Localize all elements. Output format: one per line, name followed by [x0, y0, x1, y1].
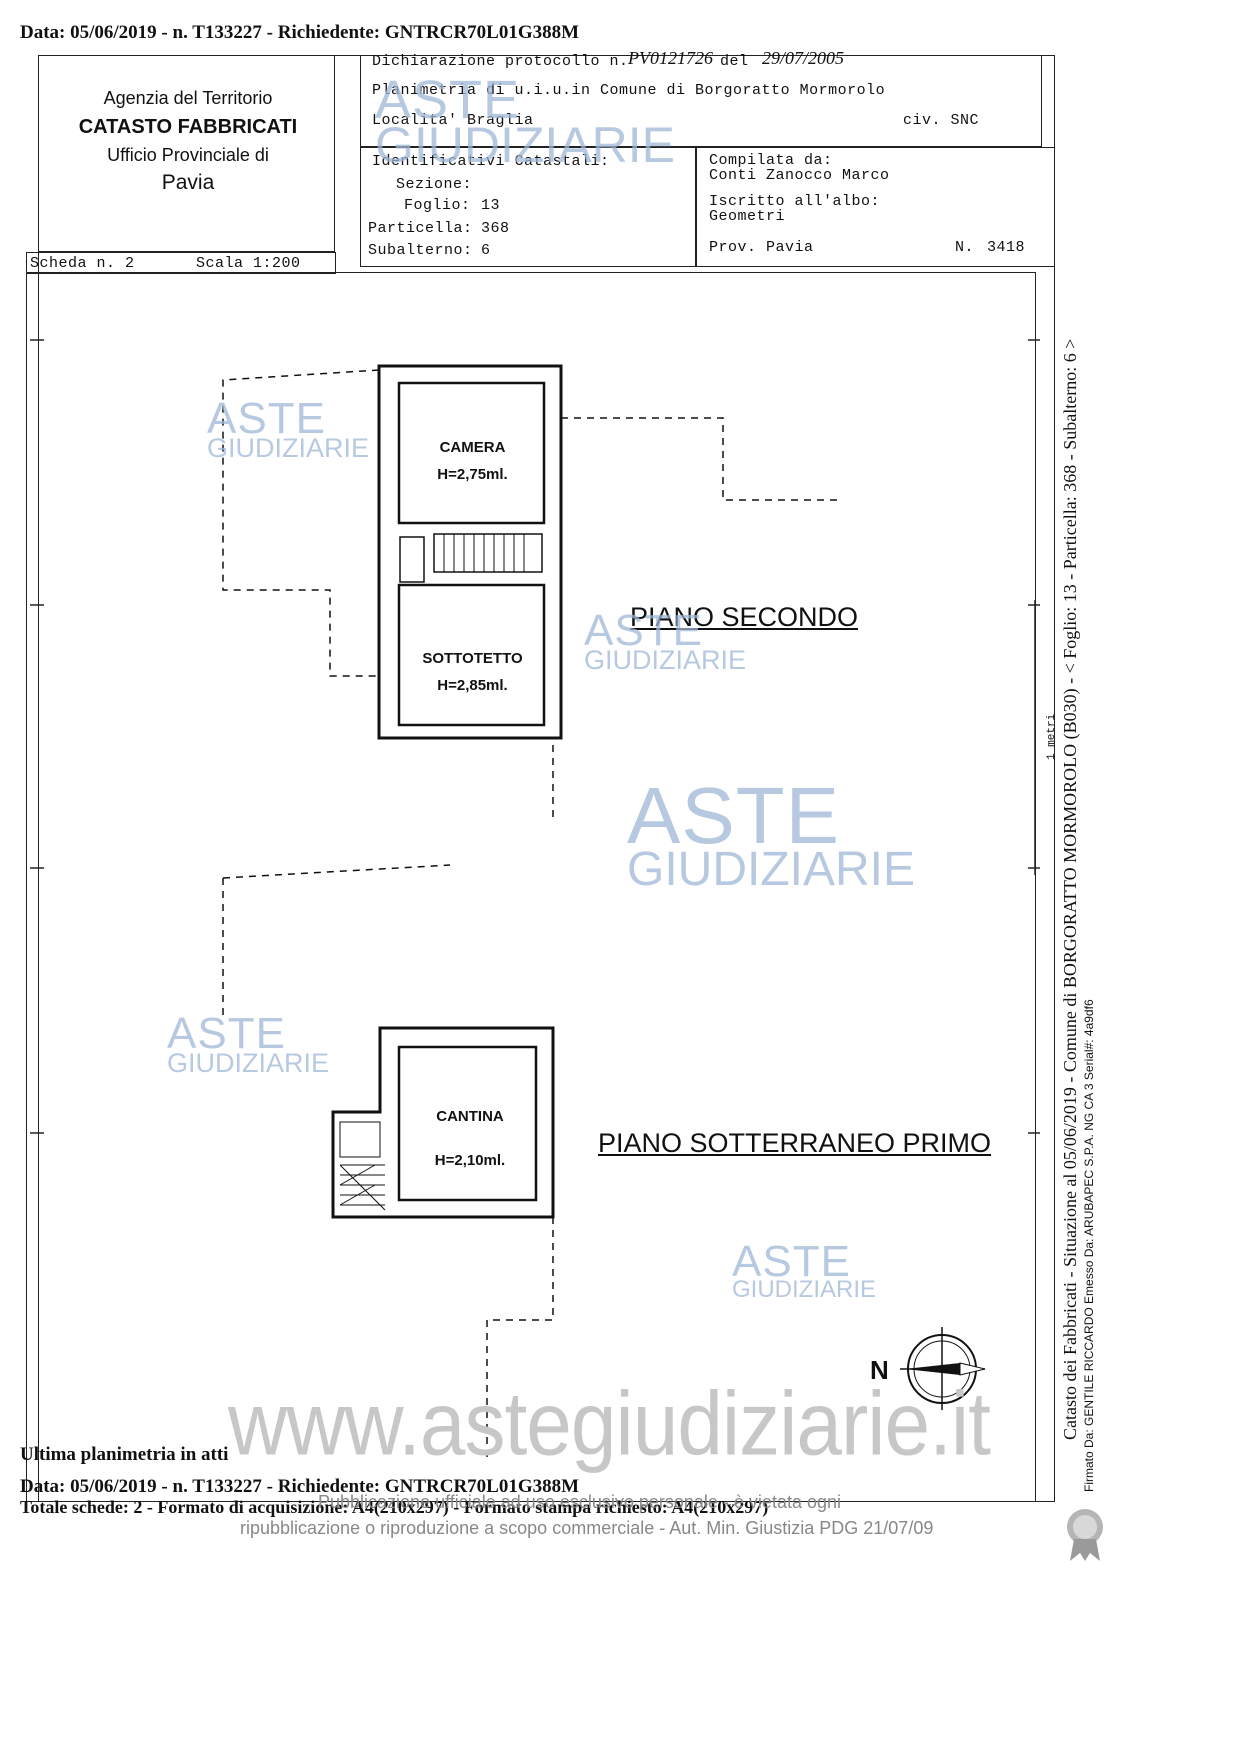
province-name: Pavia [161, 171, 215, 194]
compiler-name: Conti Zanocco Marco [709, 167, 890, 184]
north-label: N [870, 1355, 889, 1385]
particella-label: Particella: [368, 220, 473, 237]
watermark-upper-left-giudiziarie: GIUDIZIARIE [207, 433, 370, 464]
agency-box [38, 55, 335, 252]
register-label: Iscritto all'albo: [709, 193, 881, 210]
watermark-center-aste: ASTE [584, 606, 703, 655]
room-cantina-name: CANTINA [436, 1108, 504, 1125]
room-cantina-height: H=2,10ml. [434, 1151, 506, 1169]
civic-number: civ. SNC [903, 112, 980, 129]
foglio-label: Foglio: [404, 197, 471, 214]
side-catasto-text: Catasto dei Fabbricati - Situazione al 0… [1060, 338, 1080, 1440]
watermark-header-giudiziarie: GIUDIZIARIE [375, 116, 676, 173]
watermark-center-giudiziarie: GIUDIZIARIE [584, 645, 747, 676]
watermark-lower-right-aste: ASTE [732, 1237, 851, 1286]
room-sottotetto: SOTTOTETTO H=2,85ml. [400, 645, 545, 699]
room-sottotetto-name: SOTTOTETTO [422, 650, 523, 667]
room-camera-height: H=2,75ml. [437, 466, 508, 483]
header-data-line: Data: 05/06/2019 - n. T133227 - Richiede… [20, 22, 580, 43]
watermark-upper-left-aste: ASTE [207, 394, 326, 443]
watermark-lower-left-giudiziarie: GIUDIZIARIE [167, 1048, 330, 1079]
protocol-label: Dichiarazione protocollo n. [372, 53, 629, 70]
basement-plan [222, 864, 555, 1460]
room-camera-name: CAMERA [439, 439, 506, 456]
footer-totals: Totale schede: 2 - Formato di acquisizio… [20, 1497, 769, 1517]
compiled-label: Compilata da: [709, 152, 833, 169]
watermark-site: www.astegiudiziarie.it [228, 1374, 991, 1475]
foglio-value: 13 [481, 197, 501, 214]
scheda-box [26, 252, 336, 274]
sezione-label: Sezione: [396, 176, 473, 193]
scale-mark: 1 metri [1046, 713, 1058, 760]
particella-value: 368 [481, 220, 510, 237]
watermark-header: ASTE GIUDIZIARIE [375, 70, 676, 173]
footer-data-line: Data: 05/06/2019 - n. T133227 - Richiede… [20, 1476, 580, 1497]
room-sottotetto-height: H=2,85ml. [437, 677, 508, 694]
publication-notice-1: Pubblicazione ufficiale ad uso esclusivo… [318, 1492, 841, 1512]
identifiers-title: Identificativi Catastali: [372, 153, 610, 170]
publication-notice-2: ripubblicazione o riproduzione a scopo c… [240, 1518, 934, 1538]
seal-icon [1067, 1509, 1103, 1561]
locality: Localita' Braglia [372, 112, 534, 129]
watermark-header-aste: ASTE [375, 70, 521, 130]
identifiers-box [360, 147, 697, 267]
ufficio-label: Ufficio Provinciale di [107, 145, 269, 165]
declaration-box [360, 55, 1042, 147]
north-arrow [900, 1327, 986, 1410]
floor2-title: PIANO SECONDO [630, 602, 859, 632]
compiler-province: Prov. Pavia [709, 239, 814, 256]
room-camera: CAMERA H=2,75ml. [400, 434, 545, 488]
watermark-large-aste: ASTE [627, 771, 840, 860]
floor2-plan [222, 364, 840, 820]
register-number: 3418 [987, 239, 1026, 256]
watermark-lower-left-aste: ASTE [167, 1009, 286, 1058]
register-number-label: N. [955, 239, 975, 256]
scheda-number: Scheda n. 2 [30, 255, 135, 272]
watermark-lower-right-giudiziarie: GIUDIZIARIE [732, 1276, 877, 1304]
planimetry-location: Planimetria di u.i.u.in Comune di Borgor… [372, 82, 886, 99]
footer-last-plan: Ultima planimetria in atti [20, 1444, 229, 1465]
frame-ticks [30, 339, 1040, 1134]
watermark-lower-right: ASTE GIUDIZIARIE [732, 1237, 877, 1304]
watermark-center: ASTE GIUDIZIARIE [584, 606, 747, 676]
subalterno-label: Subalterno: [368, 242, 473, 259]
date-label: del [720, 53, 749, 70]
register-value: Geometri [709, 208, 786, 225]
agency-name: Agenzia del Territorio [103, 88, 273, 108]
side-signature-text: Firmato Da: GENTILE RICCARDO Emesso Da: … [1082, 999, 1096, 1492]
watermark-lower-left: ASTE GIUDIZIARIE [167, 1009, 330, 1079]
catasto-title: CATASTO FABBRICATI [78, 116, 298, 138]
declaration-date: 29/07/2005 [762, 48, 845, 68]
watermark-large: ASTE GIUDIZIARIE [627, 771, 916, 896]
watermark-large-giudiziarie: GIUDIZIARIE [627, 843, 916, 896]
protocol-number: PV0121726 [628, 48, 713, 68]
room-cantina: CANTINA H=2,10ml. [400, 1095, 540, 1182]
compiler-box [695, 147, 1055, 267]
scale-label: Scala 1:200 [196, 255, 301, 272]
drawing-frame [26, 272, 1036, 1502]
watermark-upper-left: ASTE GIUDIZIARIE [207, 394, 370, 464]
subalterno-value: 6 [481, 242, 491, 259]
basement-title: PIANO SOTTERRANEO PRIMO [598, 1128, 992, 1158]
